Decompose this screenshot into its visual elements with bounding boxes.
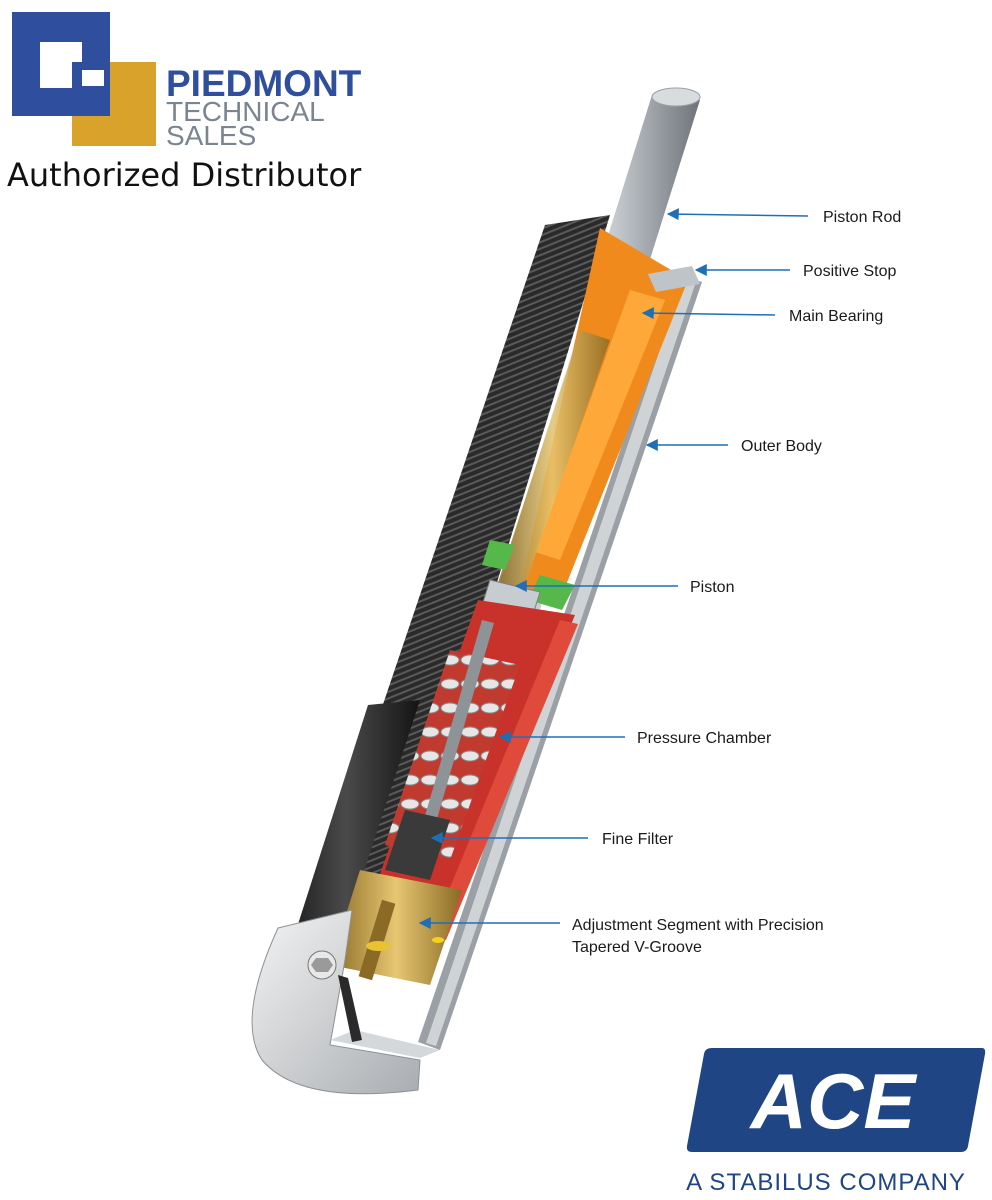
- callouts: Piston Rod Positive Stop Main Bearing Ou…: [418, 208, 901, 956]
- shock-absorber-illustration: [251, 87, 702, 1095]
- logo-white-gap: [82, 70, 104, 86]
- arrow-main-bearing: [641, 307, 776, 320]
- logo-line2: TECHNICAL: [166, 96, 325, 127]
- label-outer-body: Outer Body: [741, 438, 822, 455]
- logo-name: PIEDMONT: [166, 63, 362, 104]
- arrow-piston-rod: [666, 208, 809, 221]
- authorized-distributor: Authorized Distributor: [7, 156, 362, 194]
- spring-rod: [413, 620, 494, 860]
- label-piston: Piston: [690, 579, 734, 596]
- adjustment-screw: [358, 899, 396, 981]
- positive-stop-ring: [648, 266, 700, 292]
- end-cap: [251, 909, 421, 1095]
- piedmont-logo: PIEDMONT TECHNICAL SALES: [12, 12, 362, 151]
- rod-seal: [482, 540, 515, 570]
- piston-seal: [528, 575, 575, 610]
- label-piston-rod: Piston Rod: [823, 209, 901, 226]
- logo-line3: SALES: [166, 120, 256, 151]
- label-pressure-chamber: Pressure Chamber: [637, 730, 772, 747]
- ace-badge: [686, 1048, 986, 1152]
- ace-tagline: A STABILUS COMPANY: [686, 1169, 966, 1196]
- inner-sleeve: [495, 330, 610, 600]
- outer-body-smooth: [285, 700, 420, 965]
- label-main-bearing: Main Bearing: [789, 308, 883, 325]
- ace-name: ACE: [749, 1057, 918, 1145]
- adjustment-pin: [338, 975, 362, 1042]
- label-adjustment-segment-line2: Tapered V-Groove: [572, 939, 702, 956]
- main-bearing-inner: [535, 290, 665, 560]
- fine-filter: [385, 810, 450, 880]
- pressure-chamber-wall: [430, 620, 578, 940]
- label-fine-filter: Fine Filter: [602, 831, 674, 848]
- label-positive-stop: Positive Stop: [803, 263, 896, 280]
- label-adjustment-segment: Adjustment Segment with Precision: [572, 917, 824, 934]
- ace-logo: ACE A STABILUS COMPANY: [686, 1048, 986, 1196]
- piston-rod-end: [651, 87, 701, 107]
- yellow-oring: [432, 937, 444, 943]
- hex-socket-inner: [311, 958, 333, 972]
- adjustment-ring: [366, 941, 390, 951]
- adjustment-segment: [330, 870, 462, 985]
